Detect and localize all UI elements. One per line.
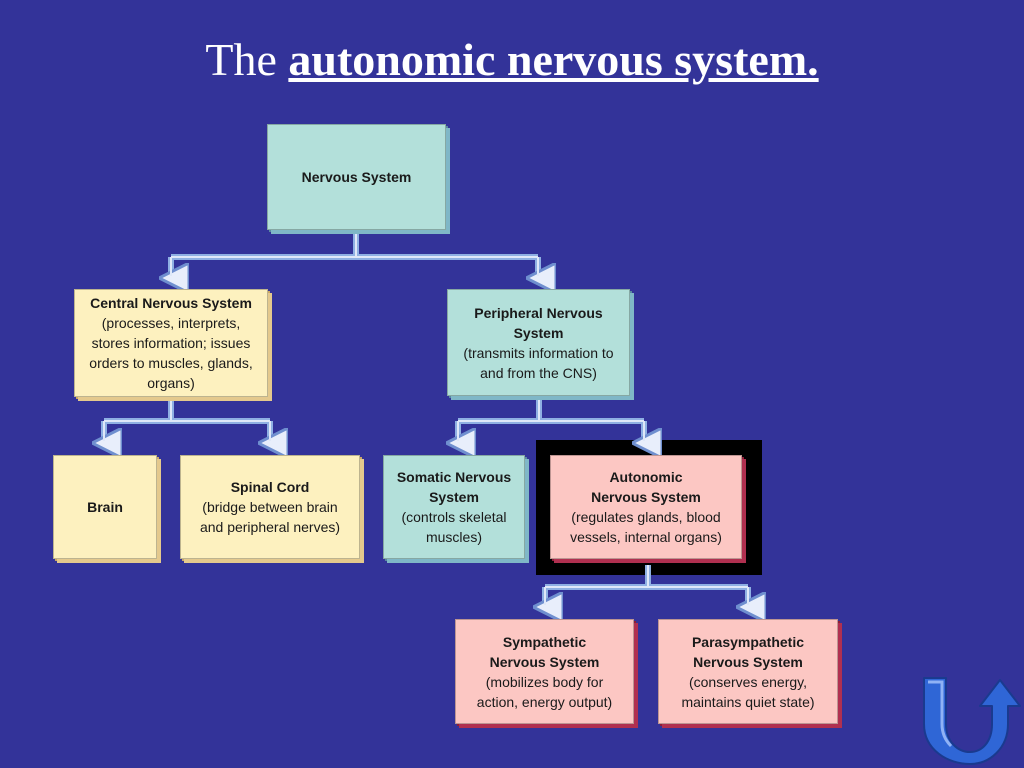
node-spinal-cord-desc: (bridge between brain and peripheral ner… (199, 499, 341, 535)
u-turn-arrow-icon[interactable] (918, 672, 1022, 766)
node-nervous-system: Nervous System (267, 124, 446, 230)
title-prefix: The (205, 34, 277, 85)
node-parasympathetic-desc: (conserves energy, maintains quiet state… (681, 673, 815, 710)
node-brain-name: Brain (87, 499, 123, 515)
node-spinal-cord: Spinal Cord (bridge between brain and pe… (180, 455, 360, 559)
node-autonomic-desc: (regulates glands, blood vessels, intern… (570, 509, 722, 545)
node-nervous-system-name: Nervous System (301, 169, 412, 185)
title-emphasis: autonomic nervous system. (288, 34, 819, 85)
node-autonomic-name: Autonomic Nervous System (591, 469, 701, 505)
node-somatic-desc: (controls skeletal muscles) (401, 509, 507, 545)
node-sympathetic-name: Sympathetic Nervous System (489, 633, 600, 670)
node-somatic-name: Somatic Nervous System (396, 469, 512, 505)
node-peripheral-nervous-system: Peripheral Nervous System (transmits inf… (447, 289, 630, 396)
node-pns-name: Peripheral Nervous System (474, 304, 603, 341)
slide-title: The autonomic nervous system. (0, 30, 1024, 90)
node-brain: Brain (53, 455, 157, 559)
node-sympathetic-nervous-system: Sympathetic Nervous System (mobilizes bo… (455, 619, 634, 724)
node-pns-desc: (transmits information to and from the C… (463, 344, 614, 381)
node-parasympathetic-name: Parasympathetic Nervous System (691, 633, 805, 670)
node-sympathetic-desc: (mobilizes body for action, energy outpu… (476, 673, 613, 710)
node-central-nervous-system: Central Nervous System (processes, inter… (74, 289, 268, 397)
node-parasympathetic-nervous-system: Parasympathetic Nervous System (conserve… (658, 619, 838, 724)
node-cns-name: Central Nervous System (90, 295, 252, 311)
node-cns-desc: (processes, interprets, stores informati… (89, 315, 253, 391)
node-autonomic-nervous-system: Autonomic Nervous System (regulates glan… (550, 455, 742, 559)
node-spinal-cord-name: Spinal Cord (230, 479, 310, 495)
node-somatic-nervous-system: Somatic Nervous System (controls skeleta… (383, 455, 525, 559)
